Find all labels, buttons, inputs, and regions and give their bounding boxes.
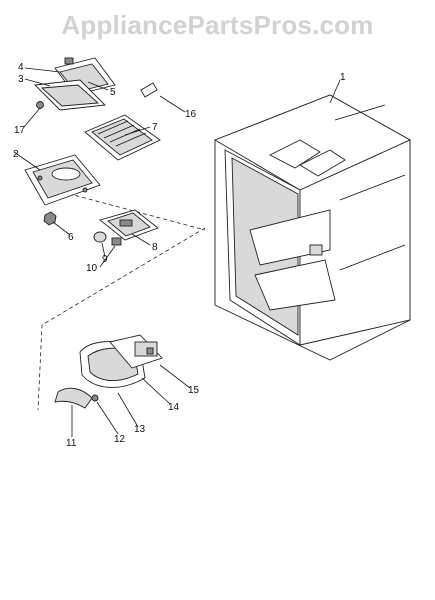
leader-lines <box>13 67 341 437</box>
callout-16: 16 <box>185 109 197 120</box>
part-12-screw <box>91 394 99 402</box>
callout-13: 13 <box>134 424 146 435</box>
callout-10: 10 <box>86 263 98 274</box>
assembly-boundary-line-upper <box>54 189 206 231</box>
callout-6: 6 <box>68 232 74 243</box>
part-3-assembly <box>34 79 106 111</box>
callout-5: 5 <box>110 87 116 98</box>
callout-12: 12 <box>114 434 126 445</box>
part-15-actuator <box>109 334 163 369</box>
part-11-lens <box>54 387 93 409</box>
callout-8: 8 <box>152 242 158 253</box>
callout-1: 1 <box>340 72 346 83</box>
part-8-housing <box>99 209 159 241</box>
callout-7: 7 <box>152 122 158 133</box>
part-2-mounting-plate <box>24 154 101 206</box>
callout-9: 9 <box>102 254 108 265</box>
assembly-boundary-line <box>37 227 206 411</box>
part-9-knob <box>93 231 107 243</box>
part-6-nut <box>43 211 57 226</box>
callout-17: 17 <box>14 125 26 136</box>
callout-4: 4 <box>18 62 24 73</box>
callout-11: 11 <box>66 438 77 449</box>
part-10-clip <box>111 237 122 246</box>
part-7-grille-cover <box>84 114 161 161</box>
watermark-text: AppliancePartsPros.com <box>61 10 374 40</box>
callout-14: 14 <box>168 402 180 413</box>
callout-2: 2 <box>13 149 19 160</box>
part-1-liner <box>213 94 411 361</box>
callout-3: 3 <box>18 74 24 85</box>
callout-15: 15 <box>188 385 200 396</box>
part-16-pin <box>140 82 158 98</box>
